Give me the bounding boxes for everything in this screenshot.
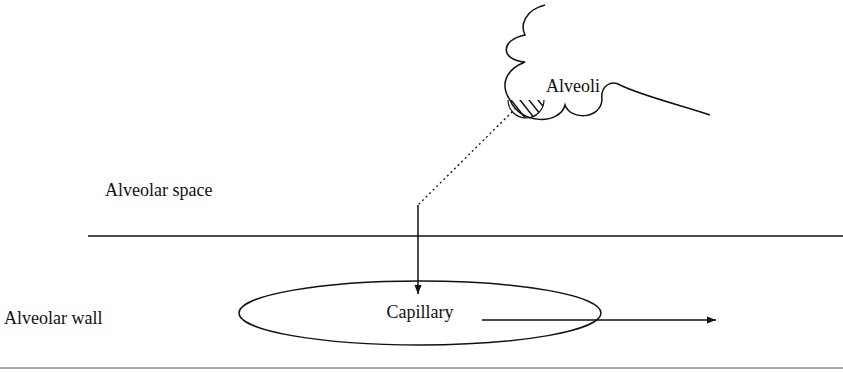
- dotted-leader: [418, 108, 516, 205]
- bottom-rule: [0, 367, 843, 368]
- region-label: Alveolar space: [105, 180, 212, 202]
- alveoli-label: Alveoli: [546, 76, 600, 98]
- alveoli-outline-path: [505, 5, 710, 119]
- node-outline: [480, 0, 720, 126]
- capillary-ellipse: Capillary: [238, 280, 602, 346]
- alveolar-boundary-line: [88, 235, 843, 237]
- diffusion-connector: [418, 108, 516, 294]
- region-label: Alveolar wall: [4, 308, 102, 330]
- capillary-label: Capillary: [387, 302, 454, 324]
- capillary-outline: [239, 281, 601, 345]
- alveoli-outline: Alveoli: [480, 0, 720, 126]
- flow-arrow: [482, 319, 716, 321]
